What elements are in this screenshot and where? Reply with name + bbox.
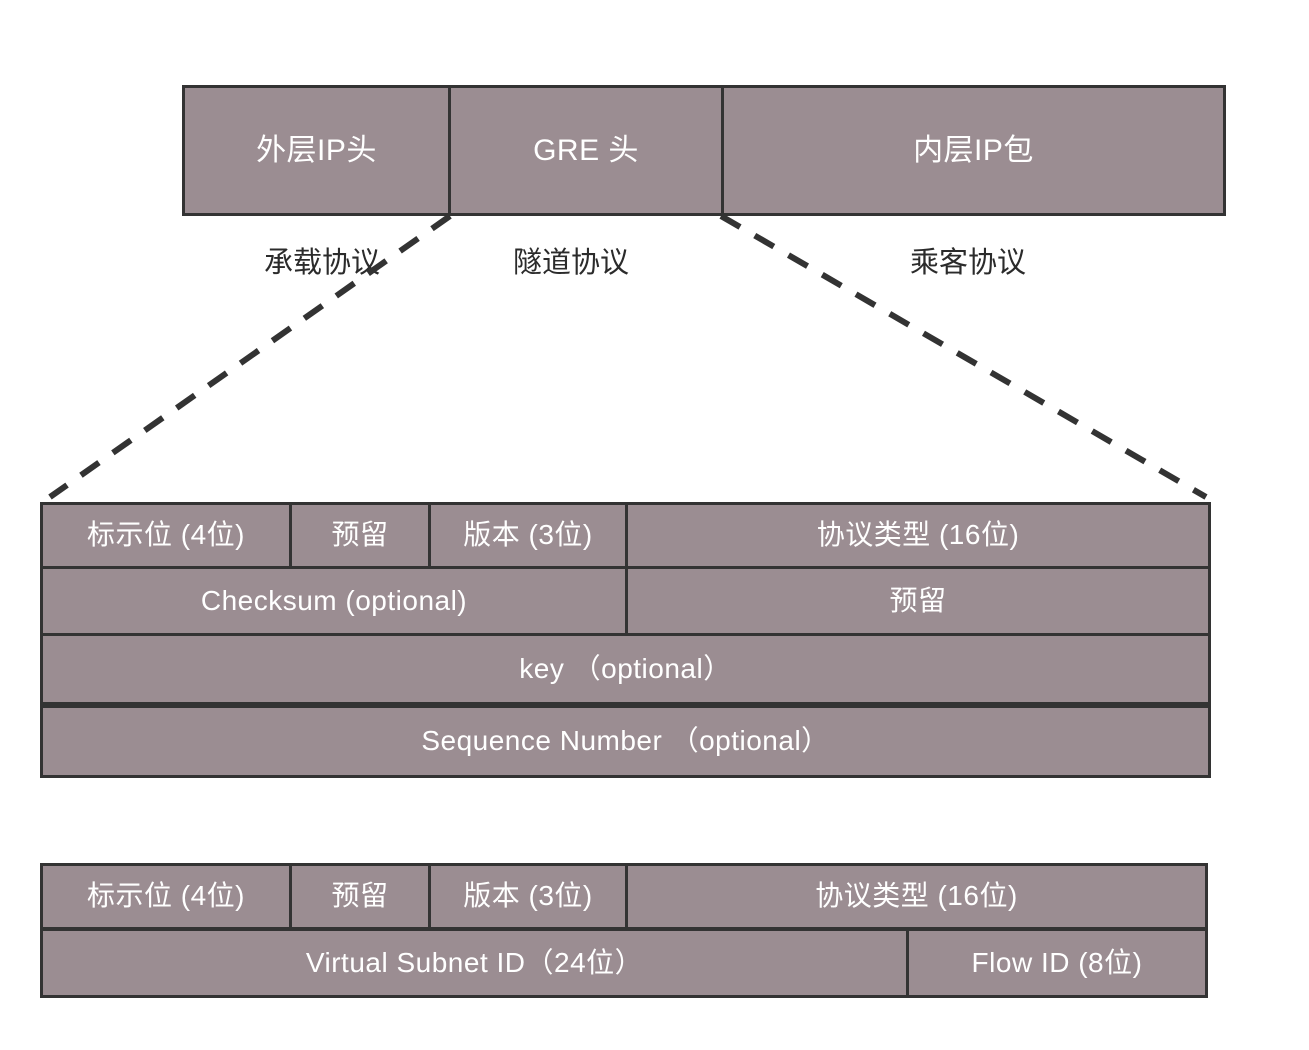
gre-field-label: 版本 (3位) [463, 519, 593, 551]
gre-field-reserved1: 预留 [625, 566, 1211, 636]
gre-field-label: Checksum (optional) [200, 584, 468, 616]
gre-field-flags: 标示位 (4位) [40, 502, 292, 569]
gre-field-label: Sequence Number （optional） [421, 725, 830, 757]
gre-field-protocol-type: 协议类型 (16位) [625, 502, 1211, 569]
gre-field-key: key （optional） [40, 633, 1211, 705]
caption-carrier-protocol: 承载协议 [263, 247, 380, 279]
nvgre-field-label: 标示位 (4位) [86, 880, 245, 912]
nvgre-field-version: 版本 (3位) [428, 863, 628, 930]
nvgre-field-label: 版本 (3位) [463, 880, 593, 912]
nvgre-field-virtual-subnet-id: Virtual Subnet ID（24位） [40, 928, 909, 998]
caption-tunnel-protocol: 隧道协议 [512, 247, 629, 279]
gre-field-checksum: Checksum (optional) [40, 566, 628, 636]
encapsulation-cell-label: 内层IP包 [913, 134, 1034, 167]
gre-field-reserved0: 预留 [289, 502, 431, 569]
gre-field-label: 协议类型 (16位) [816, 519, 1020, 551]
nvgre-field-flow-id: Flow ID (8位) [906, 928, 1208, 998]
encapsulation-cell-gre-header: GRE 头 [448, 85, 724, 216]
gre-field-version: 版本 (3位) [428, 502, 628, 569]
encapsulation-cell-outer-ip-header: 外层IP头 [182, 85, 451, 216]
nvgre-field-label: Flow ID (8位) [971, 946, 1143, 978]
nvgre-field-reserved: 预留 [289, 863, 431, 930]
nvgre-field-label: 预留 [331, 880, 389, 912]
nvgre-field-protocol-type: 协议类型 (16位) [625, 863, 1208, 930]
gre-field-label: 预留 [889, 584, 947, 616]
nvgre-field-label: Virtual Subnet ID（24位） [305, 946, 644, 978]
encapsulation-cell-label: GRE 头 [533, 134, 639, 167]
encapsulation-cell-inner-ip-packet: 内层IP包 [721, 85, 1226, 216]
gre-field-label: key （optional） [519, 652, 732, 684]
encapsulation-cell-label: 外层IP头 [256, 134, 377, 167]
gre-field-sequence-number: Sequence Number （optional） [40, 705, 1211, 778]
gre-field-label: 标示位 (4位) [86, 519, 245, 551]
caption-passenger-protocol: 乘客协议 [909, 247, 1026, 279]
gre-field-label: 预留 [331, 519, 389, 551]
nvgre-field-label: 协议类型 (16位) [815, 880, 1018, 912]
nvgre-field-flags: 标示位 (4位) [40, 863, 292, 930]
